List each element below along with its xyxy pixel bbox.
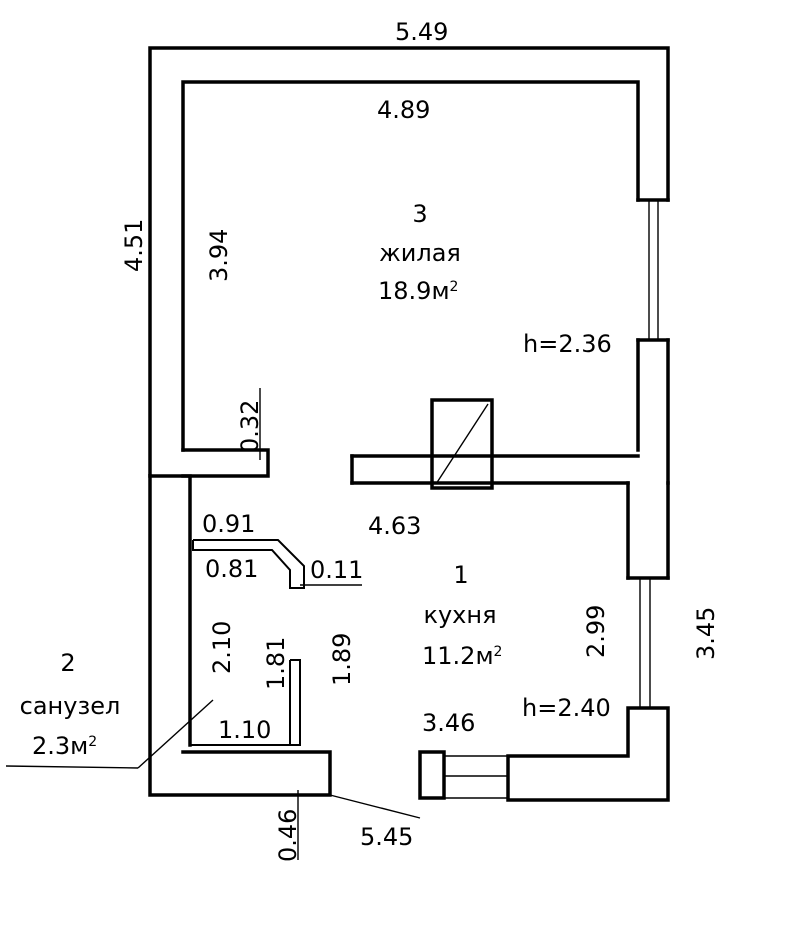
bathroom-width-top-label: 0.91	[202, 510, 255, 538]
living-height-label: h=2.36	[523, 330, 612, 358]
bathroom-height-left-label: 2.10	[208, 621, 236, 674]
bathroom-height-inner-label: 1.81	[262, 637, 290, 690]
living-inner-wall	[181, 80, 640, 452]
kitchen-depth-inner-label: 2.99	[582, 605, 610, 658]
living-width-label: 4.89	[377, 96, 430, 124]
bathroom-width-mid-label: 0.81	[205, 555, 258, 583]
bathroom-height-right-label: 1.89	[328, 633, 356, 686]
kitchen-area-value: 11.2м	[422, 642, 494, 670]
kitchen-width-bottom-label: 3.46	[422, 709, 475, 737]
wall-thickness-label: 0.46	[274, 809, 302, 862]
bathroom-area-value: 2.3м	[32, 732, 88, 760]
bathroom-top-partition	[192, 539, 305, 589]
bottom-width-leader	[329, 794, 421, 819]
partition-wall	[148, 398, 640, 490]
room-labels: 3 жилая 18.9м2 1 кухня 11.2м2 2 санузел …	[20, 200, 503, 760]
dimension-labels: 5.49 4.89 4.51 3.94 0.32 h=2.36 4.63 2.9…	[120, 18, 720, 862]
living-room-area-value: 18.9м	[378, 277, 450, 305]
overall-width-bottom-label: 5.45	[360, 823, 413, 851]
kitchen-name: кухня	[423, 601, 496, 629]
bathroom-offset-label: 0.11	[310, 556, 363, 584]
kitchen-height-label: h=2.40	[522, 694, 611, 722]
kitchen-area-sup: 2	[494, 644, 503, 660]
bathroom-area: 2.3м2	[32, 732, 97, 760]
bathroom-number: 2	[60, 649, 75, 677]
living-room-area: 18.9м2	[378, 277, 458, 305]
partition-thickness-label: 0.32	[236, 400, 264, 453]
bathroom-right-partition	[289, 659, 301, 746]
living-room-number: 3	[412, 200, 427, 228]
kitchen-area: 11.2м2	[422, 642, 502, 670]
living-depth-label: 3.94	[205, 229, 233, 282]
living-outer-wall	[148, 46, 670, 475]
door-jamb-left	[418, 750, 446, 800]
chimney-diagonal	[435, 403, 489, 485]
kitchen-depth-outer-label: 3.45	[692, 607, 720, 660]
overall-width-label: 5.49	[395, 18, 448, 46]
kitchen-bottom-right-wall	[506, 706, 670, 802]
partition-left-stub	[148, 448, 270, 478]
bathroom-label-leader	[5, 765, 139, 769]
kitchen-walls	[418, 481, 670, 802]
bathroom-name: санузел	[20, 692, 121, 720]
kitchen-width-top-label: 4.63	[368, 512, 421, 540]
overall-height-label: 4.51	[120, 219, 148, 272]
bathroom-label-leader-diagonal	[137, 699, 214, 769]
bathroom-width-bottom-label: 1.10	[218, 716, 271, 744]
living-room-name: жилая	[379, 239, 461, 267]
living-room-walls	[148, 46, 670, 485]
leader-lines	[5, 388, 421, 860]
living-room-area-sup: 2	[450, 279, 459, 295]
bathroom-area-sup: 2	[88, 734, 97, 750]
chimney-block	[430, 398, 494, 490]
kitchen-number: 1	[453, 561, 468, 589]
